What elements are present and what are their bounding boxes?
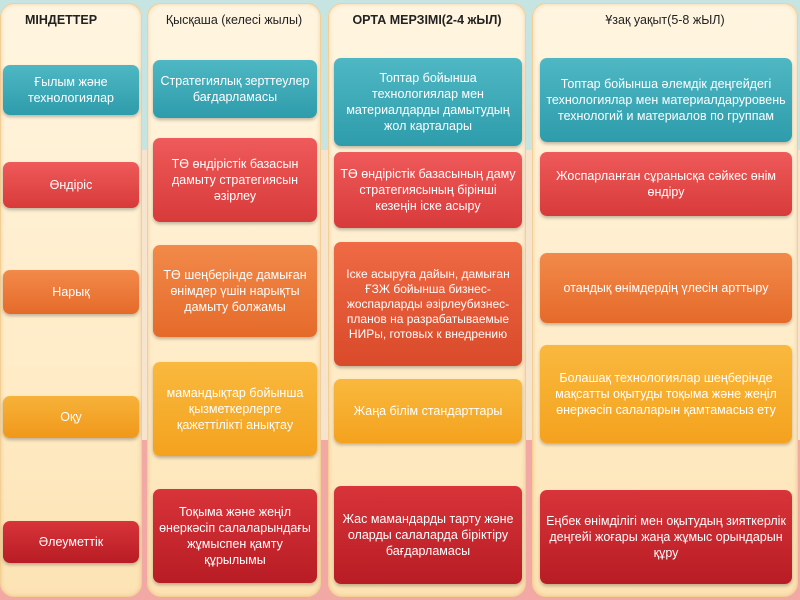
column-long-term: Ұзақ уақыт(5-8 жЫЛ) Топтар бойынша әлемд… (532, 3, 798, 597)
short-science-technology: Стратегиялық зерттеулер бағдарламасы (153, 60, 317, 118)
task-production: Өндіріс (3, 162, 139, 208)
short-education: мамандықтар бойынша қызметкерлерге қажет… (153, 362, 317, 456)
task-market: Нарық (3, 270, 139, 314)
task-education: Оқу (3, 396, 139, 438)
column-medium-term: ОРТА МЕРЗІМІ(2-4 жЫЛ) Топтар бойынша тех… (328, 3, 526, 597)
task-science-technology: Ғылым және технологиялар (3, 65, 139, 115)
medium-market: Іске асыруға дайын, дамыған ҒЗЖ бойынша … (334, 242, 522, 366)
short-market: ТӨ шеңберінде дамыған өнімдер үшін нарық… (153, 245, 317, 337)
medium-education: Жаңа білім стандарттары (334, 379, 522, 443)
long-social: Еңбек өнімділігі мен оқытудың зияткерлік… (540, 490, 792, 584)
long-science-technology: Топтар бойынша әлемдік деңгейдегі технол… (540, 58, 792, 142)
long-education: Болашақ технологиялар шеңберінде мақсатт… (540, 345, 792, 443)
column-title-long-term: Ұзақ уақыт(5-8 жЫЛ) (605, 13, 725, 27)
long-production: Жоспарланған сұранысқа сәйкес өнім өндір… (540, 152, 792, 216)
short-production: ТӨ өндірістік базасын дамыту стратегиясы… (153, 138, 317, 222)
column-title-tasks: МІНДЕТТЕР (25, 13, 98, 27)
column-title-short-term: Қысқаша (келесі жылы) (165, 13, 303, 27)
column-title-medium-term: ОРТА МЕРЗІМІ(2-4 жЫЛ) (352, 13, 502, 27)
column-short-term: Қысқаша (келесі жылы) Стратегиялық зертт… (147, 3, 321, 597)
medium-science-technology: Топтар бойынша технологиялар мен материа… (334, 58, 522, 146)
column-tasks: МІНДЕТТЕР Ғылым және технологиялар Өндір… (0, 3, 142, 597)
long-market: отандық өнімдердің үлесін арттыру (540, 253, 792, 323)
short-social: Тоқыма және жеңіл өнеркәсіп салаларындағ… (153, 489, 317, 583)
medium-production: ТӨ өндірістік базасының даму стратегиясы… (334, 152, 522, 228)
task-social: Әлеуметтік (3, 521, 139, 563)
medium-social: Жас мамандарды тарту және оларды салалар… (334, 486, 522, 584)
